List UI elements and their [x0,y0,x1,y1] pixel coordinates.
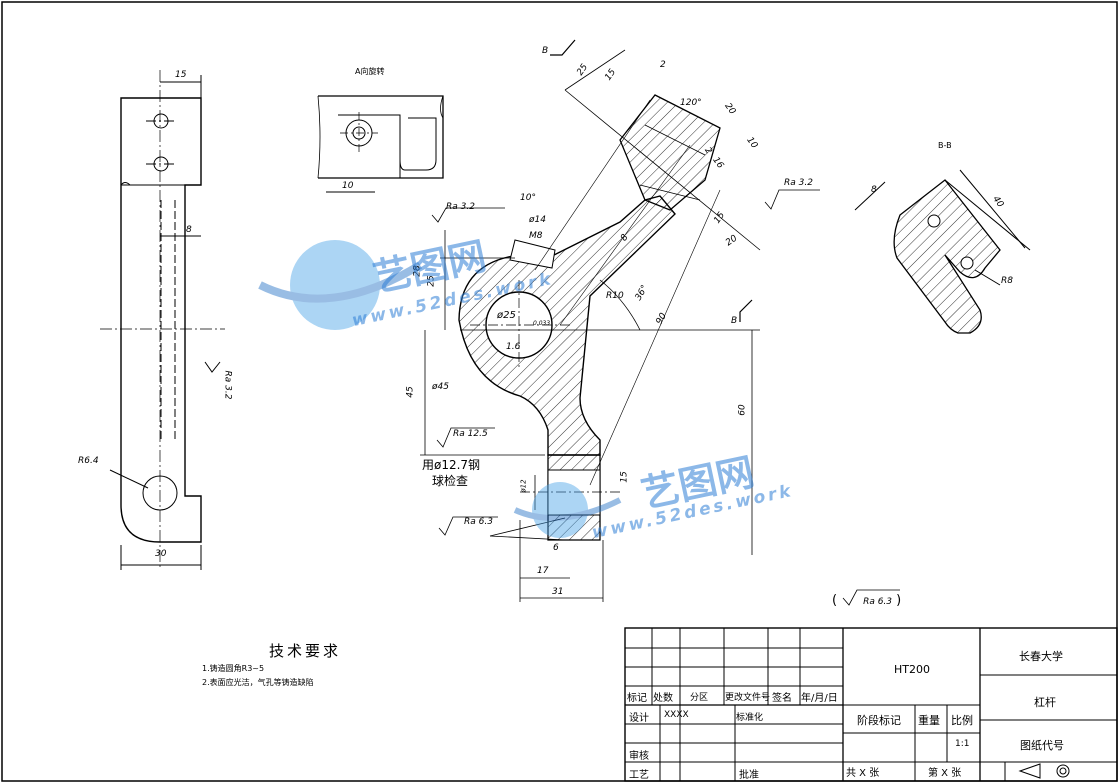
dim-main-m8: M8 [529,231,543,241]
dim-main-dia45: ø45 [432,382,449,392]
tb-approve: 批准 [739,770,759,781]
ra-main-top: Ra 3.2 [784,178,813,188]
dim-bb-r8: R8 [1001,276,1013,286]
tb-stage: 阶段标记 [857,714,901,727]
watermark-globe [258,240,622,538]
dim-main-45: 45 [405,386,416,398]
ra-main-125: Ra 12.5 [453,429,488,439]
title-block-lines [624,627,1118,782]
ra-main-63: Ra 6.3 [464,517,493,527]
bb-section-body [893,179,1001,334]
ball-check-line-2: 球检查 [432,474,469,488]
dim-left-8: 8 [186,225,192,235]
left-view [100,70,225,570]
ra-main-left: Ra 3.2 [446,202,475,212]
main-view [420,39,900,606]
dim-a-10: 10 [342,181,354,191]
dim-main-10deg: 10° [520,193,536,203]
dim-main-17: 17 [537,566,549,576]
dim-main-2: 2 [660,60,666,70]
tb-review: 审核 [629,751,649,762]
requirement-item-1: 1.铸造圆角R3~5 [202,664,265,673]
tb-count: 处数 [653,693,673,704]
general-roughness: (Ra 6.3 ) [832,593,902,608]
cut-label-top: B [542,46,549,56]
requirement-item-2: 2.表面应光洁，气孔等铸造缺陷 [202,678,314,687]
bb-view [854,169,1031,334]
dim-main-31: 31 [552,587,564,597]
tb-sheet-no: 第 X 张 [928,768,962,779]
tb-craft: 工艺 [629,770,649,781]
tb-design-label: 设计 [629,713,649,724]
tb-part: 杠杆 [1034,696,1056,709]
dim-bb-8: 8 [871,185,877,195]
tb-mark: 标记 [627,693,647,704]
tb-material: HT200 [894,663,930,676]
cut-label-right: B [731,316,738,326]
tb-scale-label: 比例 [951,714,973,727]
tb-weight: 重量 [918,714,940,727]
bb-view-label: B-B [938,141,952,150]
tb-sign: 签名 [772,693,792,704]
dim-left-30: 30 [155,549,167,559]
tb-standard: 标准化 [736,713,764,723]
a-view [317,95,444,193]
tb-zone: 分区 [690,693,709,703]
dim-main-dia14: ø14 [529,215,546,225]
dim-left-r64: R6.4 [78,456,99,466]
dim-left-ra: Ra 3.2 [222,370,233,400]
dim-main-r10: R10 [606,291,624,301]
dim-main-60: 60 [737,404,748,416]
dim-left-15: 15 [175,70,187,80]
dim-main-tol: 0.033 [533,320,551,327]
dim-main-6: 6 [553,543,559,553]
ball-check-note: 用ø12.7钢 球检查 [422,457,480,489]
tb-sheets: 共 X 张 [846,768,880,779]
tb-design-value: XXXX [664,710,689,720]
tb-drawing-no: 图纸代号 [1020,739,1064,752]
dim-main-120: 120° [680,98,702,108]
tb-scale-value: 1:1 [955,739,970,749]
dim-main-dia25: ø25 [497,310,516,321]
ball-check-line-1: 用ø12.7钢 [422,458,481,472]
tb-date: 年/月/日 [801,693,838,704]
tb-change-doc: 更改文件号 [725,693,771,703]
dim-main-16b: 1.6 [506,342,521,352]
general-roughness-value: Ra 6.3 [863,597,893,607]
a-view-label: A向旋转 [355,67,385,76]
dim-main-dia12: ø12 [519,479,528,493]
requirements-title: 技术要求 [269,642,342,660]
tb-school: 长春大学 [1019,650,1063,663]
dim-main-15c: 15 [619,471,630,483]
